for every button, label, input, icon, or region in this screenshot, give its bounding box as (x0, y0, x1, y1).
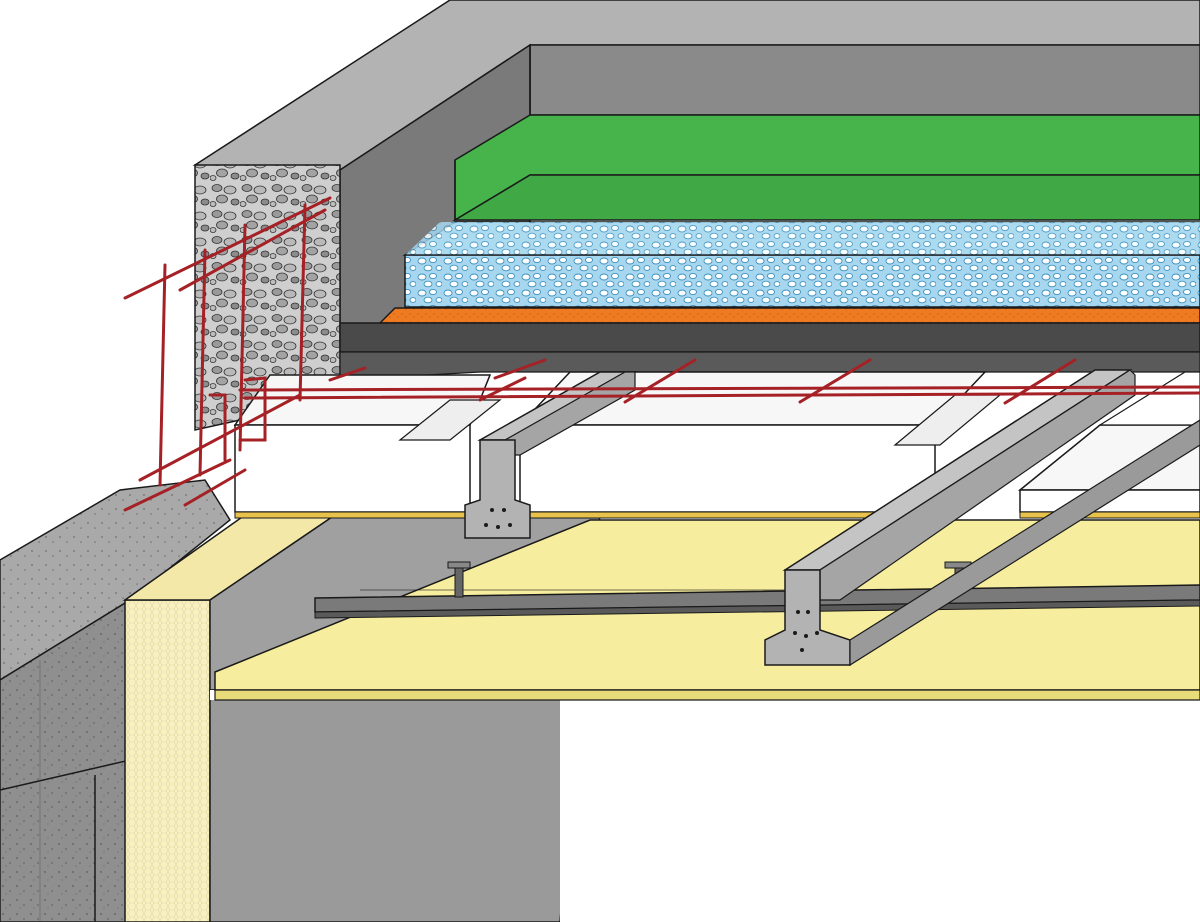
thermal-insulation-layer (402, 221, 1200, 308)
filler-block-left (233, 374, 492, 519)
precast-beam-right (764, 369, 1200, 667)
edge-insulation (122, 514, 338, 922)
suspension-channels (314, 561, 1200, 619)
reinforcement (123, 196, 1200, 512)
precast-beams (464, 369, 1200, 667)
orange-separation-layer (378, 307, 1200, 324)
finish-green-layer (452, 114, 1200, 222)
wall-masonry (0, 479, 231, 922)
hanger-clip-left (447, 561, 471, 598)
